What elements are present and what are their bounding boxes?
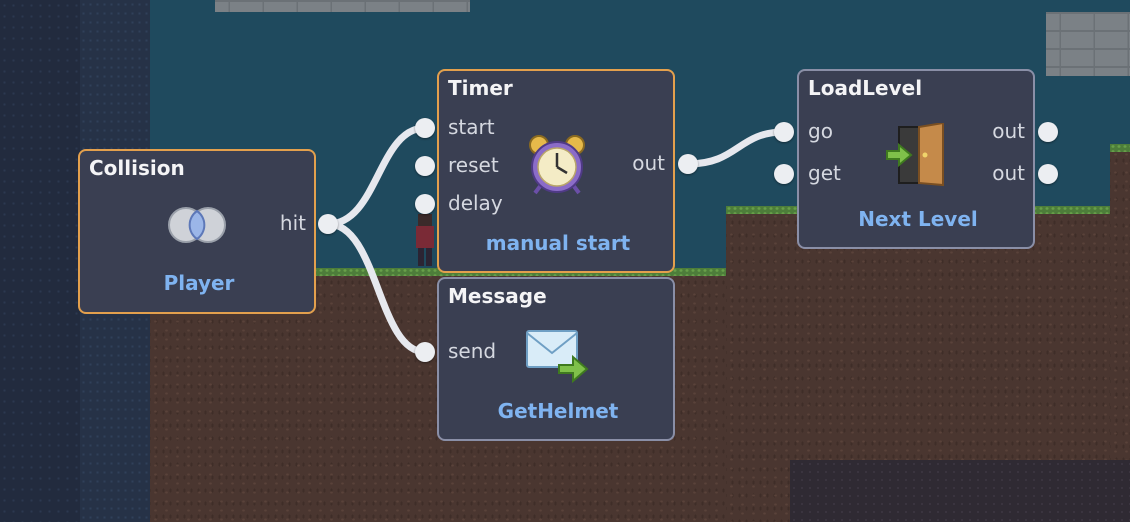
node-subtitle: GetHelmet [497, 399, 619, 423]
message-node[interactable]: Message send GetHelmet [437, 277, 675, 441]
port-get[interactable] [774, 164, 794, 184]
node-title: LoadLevel [808, 76, 923, 100]
node-title: Collision [89, 156, 185, 180]
port-out[interactable] [678, 154, 698, 174]
node-subtitle: Next Level [858, 207, 978, 231]
collision-node[interactable]: Collision hit Player [78, 149, 316, 314]
port-label-send: send [448, 339, 497, 363]
port-hit[interactable] [318, 214, 338, 234]
door-icon [886, 123, 944, 187]
loadlevel-node[interactable]: LoadLevel go get out out Next Level [797, 69, 1035, 249]
port-label-go: go [808, 119, 833, 143]
port-send[interactable] [415, 342, 435, 362]
stone-block-right [1046, 12, 1130, 76]
wire-hit-send [324, 220, 429, 356]
port-delay[interactable] [415, 194, 435, 214]
node-title: Message [448, 284, 547, 308]
port-label-out: out [632, 151, 665, 175]
port-label-hit: hit [279, 211, 306, 235]
port-reset[interactable] [415, 156, 435, 176]
port-label-out-1: out [992, 119, 1025, 143]
wire-hit-start [324, 124, 429, 228]
collision-icon [168, 207, 226, 243]
port-label-out-2: out [992, 161, 1025, 185]
port-out-2[interactable] [1038, 164, 1058, 184]
port-label-delay: delay [448, 191, 503, 215]
port-label-get: get [808, 161, 841, 185]
player-sprite [412, 214, 438, 266]
dark-floor [790, 460, 1130, 522]
port-label-start: start [448, 115, 495, 139]
ground-right [1110, 150, 1130, 522]
port-out-1[interactable] [1038, 122, 1058, 142]
wire-out-go [684, 128, 788, 168]
stone-block-top [215, 0, 470, 12]
port-start[interactable] [415, 118, 435, 138]
node-subtitle: manual start [485, 231, 631, 255]
node-title: Timer [448, 76, 513, 100]
node-subtitle: Player [163, 271, 235, 295]
port-go[interactable] [774, 122, 794, 142]
timer-node[interactable]: Timer start reset delay out manual start [437, 69, 675, 273]
envelope-icon [526, 330, 589, 383]
port-label-reset: reset [448, 153, 499, 177]
alarm-clock-icon [529, 135, 585, 195]
grass-right [1110, 144, 1130, 152]
